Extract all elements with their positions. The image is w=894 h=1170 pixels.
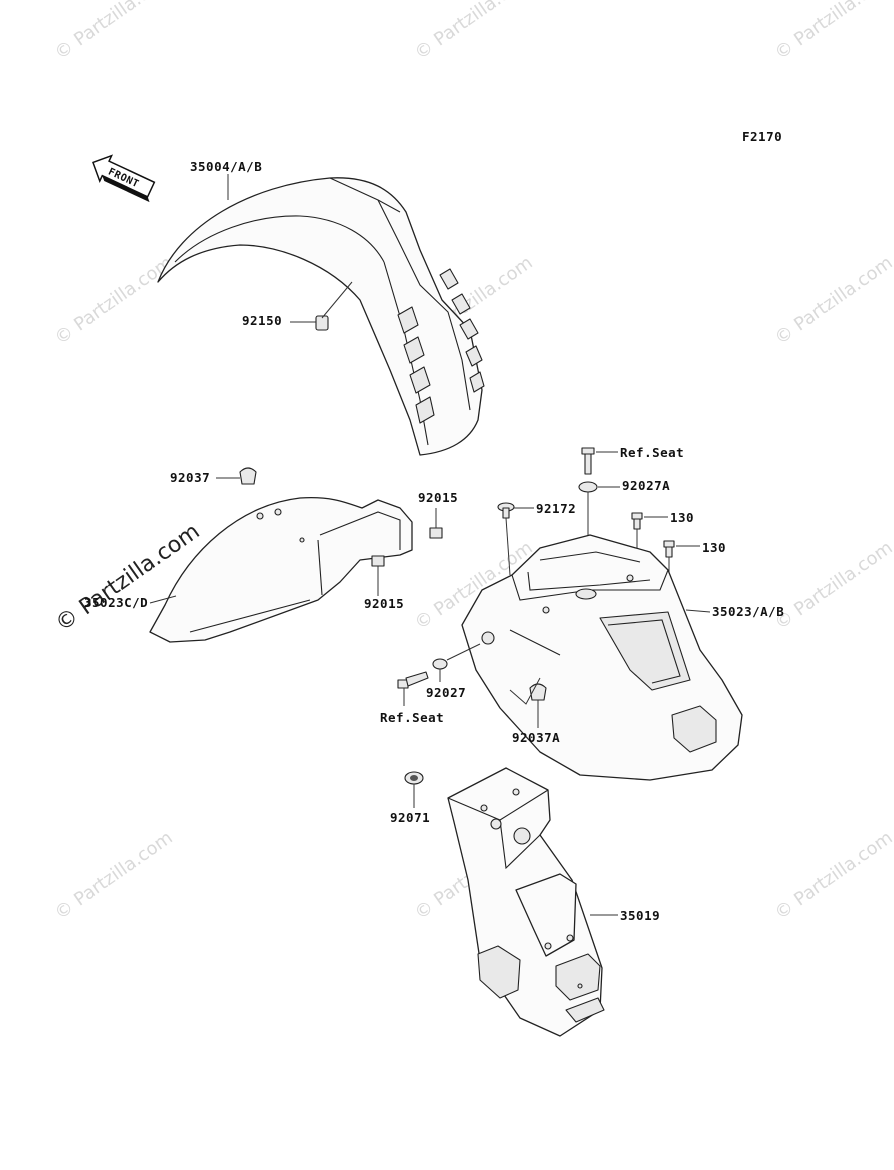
screw-92172 <box>497 502 515 576</box>
seat-bolt-lower <box>397 671 429 706</box>
callout-screw-92172: 92172 <box>536 501 576 516</box>
callout-seat-bolt-upper: Ref.Seat <box>620 445 684 460</box>
license-bracket <box>447 767 605 1037</box>
clip-92037 <box>239 467 257 485</box>
inner-fender <box>149 496 413 643</box>
watermark: © Partzilla.com <box>771 827 894 924</box>
callout-bolt-130-b: 130 <box>702 540 726 555</box>
callout-front-fender: 35004/A/B <box>190 159 262 174</box>
clamp-92015-upper <box>429 508 443 539</box>
front-fender <box>157 177 485 456</box>
seat-bolt-upper <box>581 447 595 475</box>
watermark: © Partzilla.com <box>771 537 894 634</box>
callout-bolt-130-a: 130 <box>670 510 694 525</box>
watermark: © Partzilla.com <box>51 0 177 64</box>
callout-fender-bolt: 92150 <box>242 313 282 328</box>
bolt-92150 <box>315 281 353 331</box>
leader-line <box>685 609 711 613</box>
grommet-92071 <box>404 771 424 808</box>
callout-clip-right: 92037A <box>512 730 560 745</box>
callout-grommet: 92071 <box>390 810 430 825</box>
front-arrow-icon: FRONT <box>92 154 156 203</box>
callout-clamp-upper: 92015 <box>418 490 458 505</box>
leader-line <box>149 595 177 604</box>
callout-rear-fender: 35023/A/B <box>712 604 784 619</box>
callout-washer-upper: 92027A <box>622 478 670 493</box>
callout-inner-fender: 35023C/D <box>84 595 148 610</box>
watermark: © Partzilla.com <box>51 827 177 924</box>
watermark: © Partzilla.com <box>771 252 894 349</box>
callout-clip-left: 92037 <box>170 470 210 485</box>
diagram-code: F2170 <box>742 129 782 144</box>
clip-92037A <box>509 677 547 728</box>
washer-92027 <box>432 643 481 682</box>
callout-license-bracket: 35019 <box>620 908 660 923</box>
callout-seat-bolt-lower: Ref.Seat <box>380 710 444 725</box>
watermark: © Partzilla.com <box>411 0 537 64</box>
callout-clamp-lower: 92015 <box>364 596 404 611</box>
rear-fender <box>461 534 743 781</box>
callout-washer-lower: 92027 <box>426 685 466 700</box>
watermark: © Partzilla.com <box>51 252 177 349</box>
watermark: © Partzilla.com <box>771 0 894 64</box>
clamp-92015-lower <box>371 555 385 596</box>
